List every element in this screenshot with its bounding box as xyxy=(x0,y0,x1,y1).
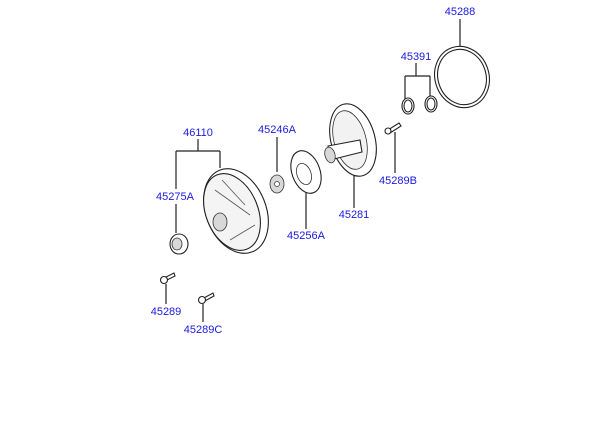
leader-lines xyxy=(165,19,461,322)
pump-body-46110 xyxy=(203,168,269,254)
label-45246A[interactable]: 45246A xyxy=(258,124,296,136)
label-45289C[interactable]: 45289C xyxy=(183,324,223,336)
o-ring-45288 xyxy=(434,45,490,109)
stator-shaft-45281 xyxy=(324,103,377,177)
bolt-45289 xyxy=(159,272,176,285)
label-45288[interactable]: 45288 xyxy=(444,6,476,18)
label-45289B[interactable]: 45289B xyxy=(379,175,417,187)
oil-seal-45275A xyxy=(169,233,189,255)
label-45256A[interactable]: 45256A xyxy=(287,230,325,242)
outer-gear-45256A xyxy=(290,150,322,194)
inner-gear-45246A xyxy=(269,174,285,194)
label-45391[interactable]: 45391 xyxy=(400,51,432,63)
seal-rings-45391 xyxy=(401,95,438,115)
bolt-45289C xyxy=(197,292,215,305)
label-45275A[interactable]: 45275A xyxy=(156,191,194,203)
bolt-45289B xyxy=(384,122,402,135)
label-45289[interactable]: 45289 xyxy=(150,306,182,318)
label-46110[interactable]: 46110 xyxy=(183,127,213,139)
label-45281[interactable]: 45281 xyxy=(338,209,370,221)
